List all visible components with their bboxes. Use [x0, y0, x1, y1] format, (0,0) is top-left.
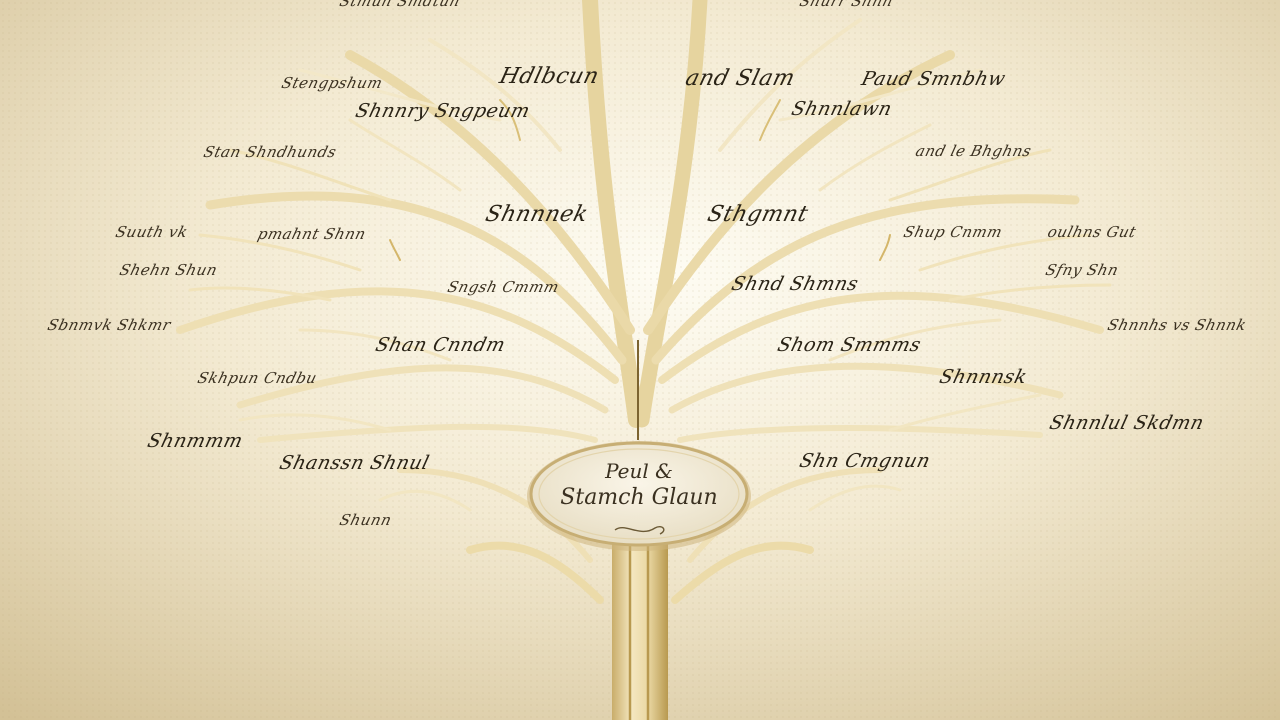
- family-name: Hdlbcun: [496, 64, 602, 89]
- family-name: Shan Cnndm: [373, 334, 508, 356]
- tree-trunk: [612, 340, 668, 720]
- plaque-shape: [527, 441, 751, 551]
- family-name: Shnnlul Skdmn: [1047, 412, 1207, 434]
- family-name: Sthgmnt: [704, 202, 811, 227]
- family-name: Shup Cnmm: [901, 223, 1005, 241]
- family-name: Shnmmm: [145, 430, 246, 452]
- family-name: Stmuh Smdtun: [337, 0, 463, 10]
- family-name: pmahnt Shnn: [255, 225, 368, 243]
- family-name: Shom Smmms: [775, 334, 924, 356]
- family-name: Shanssn Shnul: [277, 452, 432, 474]
- family-name: and le Bhghns: [913, 142, 1034, 160]
- family-name: and Slam: [682, 66, 798, 91]
- family-name: Shnnlawn: [789, 98, 895, 120]
- plaque-line-2: Stamch Glaun: [560, 485, 718, 510]
- family-plaque: Peul & Stamch Glaun: [527, 443, 751, 553]
- family-name: Skhpun Cndbu: [195, 369, 319, 387]
- family-name: oulhns Gut: [1045, 223, 1139, 241]
- family-name: Shn Cmgnun: [797, 450, 933, 472]
- family-name: Shnnhs vs Shnnk: [1105, 316, 1249, 334]
- family-name: Shurr Shnn: [797, 0, 896, 10]
- family-name: Sbnmvk Shkmr: [45, 316, 173, 334]
- family-name: Shnnnsk: [937, 366, 1030, 388]
- family-name: Shehn Shun: [117, 261, 220, 279]
- family-name: Stan Shndhunds: [201, 143, 339, 161]
- branches: [176, 0, 1112, 604]
- family-name: Shnd Shmns: [729, 273, 861, 295]
- family-name: Stengpshum: [279, 74, 385, 92]
- family-name: Shnnnek: [482, 202, 591, 227]
- plaque-line-1: Peul &: [605, 459, 673, 483]
- family-name: Sngsh Cmmm: [445, 278, 562, 296]
- family-name: Paud Smnbhw: [859, 68, 1008, 90]
- family-name: Shunn: [337, 511, 394, 529]
- family-name: Sfny Shn: [1043, 261, 1121, 279]
- family-name: Shnnry Sngpeum: [353, 100, 533, 122]
- family-name: Suuth vk: [113, 223, 190, 241]
